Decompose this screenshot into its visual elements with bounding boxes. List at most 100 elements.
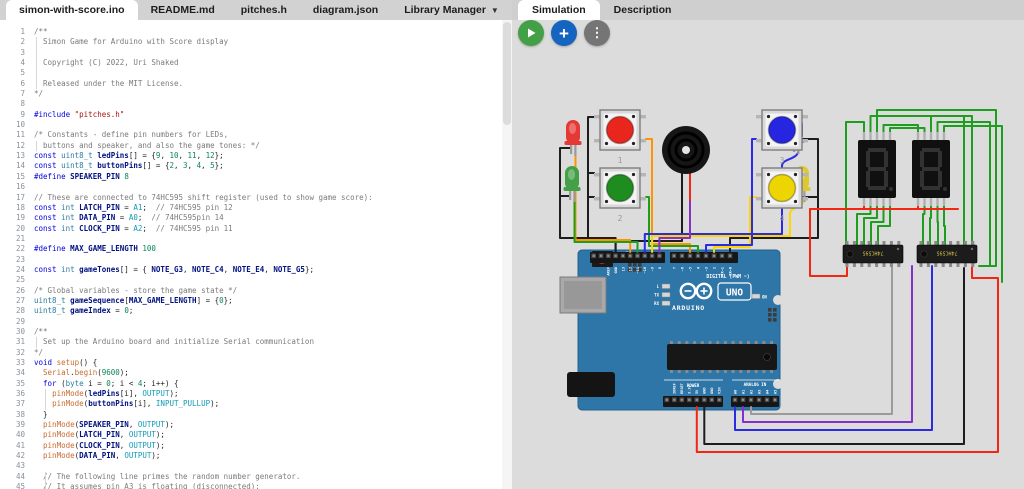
svg-text:A3: A3 — [757, 390, 761, 394]
code-line: 35 for (byte i = 0; i < 4; i++) { — [15, 378, 179, 388]
shift-register-2[interactable]: 74HC595 — [916, 244, 978, 264]
code-line: 38 } — [15, 409, 48, 419]
red-led[interactable] — [564, 120, 582, 156]
svg-text:GND: GND — [710, 388, 714, 395]
chip-label: 74HC595 — [936, 250, 957, 256]
editor-tab-3[interactable]: diagram.json — [312, 4, 379, 16]
button-label: 1 — [618, 156, 623, 165]
code-line: 29 — [15, 316, 25, 326]
code-line: 45 // It assumes pin A3 is floating (dis… — [0, 482, 502, 489]
code-line: 11/* Constants - define pin numbers for … — [15, 130, 229, 140]
add-part-button[interactable]: + — [551, 20, 577, 46]
code-line: 40 pinMode(LATCH_PIN, OUTPUT); — [15, 430, 165, 440]
svg-text:RX: RX — [654, 301, 659, 306]
display-pins — [862, 132, 946, 206]
svg-text:TX→1: TX→1 — [720, 267, 724, 276]
kebab-menu-icon: ⋮ — [590, 25, 604, 40]
code-line: 44 // The following line primes the rand… — [15, 471, 301, 483]
editor-tabbar: simon-with-score.ino README.md pitches.h di… — [0, 0, 512, 20]
svg-text:GND: GND — [614, 267, 618, 274]
svg-text:13: 13 — [621, 267, 625, 271]
power-caption: POWER — [687, 383, 700, 388]
svg-text:RESET: RESET — [680, 383, 684, 394]
editor-tab-0[interactable]: simon-with-score.ino — [6, 0, 138, 20]
piezo-buzzer[interactable] — [662, 126, 710, 174]
svg-text:A1: A1 — [741, 390, 745, 394]
icsp-header-2 — [768, 308, 777, 322]
svg-text:AREF: AREF — [607, 267, 611, 276]
shift-register-1[interactable]: 74HC595 — [842, 244, 904, 264]
svg-text:3.3V: 3.3V — [688, 385, 692, 394]
svg-text:L: L — [657, 284, 660, 289]
seven-segment-display-2[interactable] — [912, 140, 950, 198]
seven-segment-display-1[interactable] — [858, 140, 896, 198]
svg-text:~3: ~3 — [704, 267, 708, 271]
svg-text:4: 4 — [696, 267, 700, 269]
editor-scrollbar[interactable] — [502, 20, 512, 489]
push-button-3[interactable]: 3 — [755, 109, 809, 165]
code-line: 25 — [15, 275, 25, 285]
push-button-2[interactable]: 2 — [593, 167, 647, 223]
svg-text:A4: A4 — [765, 390, 769, 394]
code-line: 26/* Global variables - store the game s… — [15, 285, 238, 295]
chip-pins — [845, 241, 975, 267]
code-line: 39 pinMode(SPEAKER_PIN, OUTPUT); — [15, 420, 174, 430]
arduino-logo — [679, 282, 713, 300]
power-jack — [567, 372, 615, 397]
svg-text:2: 2 — [712, 267, 716, 269]
editor-tab-2[interactable]: pitches.h — [240, 4, 287, 16]
simulation-tabbar: Simulation Description — [512, 0, 1024, 20]
scrollbar-thumb[interactable] — [503, 22, 511, 125]
sim-tab-1[interactable]: Description — [613, 4, 672, 16]
digital-caption: DIGITAL (PWM ~) — [706, 274, 749, 280]
editor-tab-4[interactable]: Library Manager▼ — [404, 4, 499, 16]
code-line: 4 Copyright (C) 2022, Uri Shaked — [20, 58, 179, 69]
code-line: 42 pinMode(DATA_PIN, OUTPUT); — [15, 451, 161, 461]
plus-icon: + — [559, 23, 569, 43]
svg-text:A0: A0 — [733, 390, 737, 394]
code-line: 22#define MAX_GAME_LENGTH 100 — [15, 244, 156, 254]
brand-text: ARDUINO — [672, 304, 705, 312]
chevron-down-icon[interactable]: ▼ — [490, 5, 499, 15]
svg-text:7: 7 — [672, 267, 676, 269]
code-line: 7*/ — [20, 89, 44, 99]
svg-text:~9: ~9 — [651, 267, 655, 271]
model-text: UNO — [726, 288, 743, 299]
wires — [559, 109, 1003, 453]
code-line: 23 — [15, 254, 25, 264]
sim-controls: + ⋮ — [518, 20, 610, 46]
push-button-1[interactable]: 1 — [593, 109, 647, 165]
svg-text:A2: A2 — [749, 390, 753, 394]
code-line: 10 — [15, 120, 25, 130]
button-label: 3 — [780, 156, 785, 165]
code-line: 30/** — [15, 326, 48, 336]
icsp-header — [628, 263, 642, 272]
sim-tab-0[interactable]: Simulation — [518, 0, 600, 20]
on-label: ON — [762, 295, 767, 300]
code-line: 17// These are connected to 74HC595 shif… — [15, 192, 373, 202]
svg-text:GND: GND — [703, 388, 707, 395]
play-button[interactable] — [518, 20, 544, 46]
svg-text:A5: A5 — [773, 390, 777, 394]
push-button-4[interactable]: 4 — [755, 167, 809, 223]
code-line: 34 Serial.begin(9600); — [15, 368, 129, 378]
editor-tab-1[interactable]: README.md — [150, 4, 215, 16]
code-line: 36 pinMode(ledPins[i], OUTPUT); — [15, 389, 179, 400]
svg-text:RX←0: RX←0 — [728, 267, 732, 276]
code-editor[interactable]: 1/**2 Simon Game for Arduino with Score … — [0, 20, 502, 489]
pin-holes[interactable] — [591, 253, 778, 403]
svg-text:~5: ~5 — [688, 267, 692, 271]
code-line: 31 Set up the Arduino board and initiali… — [15, 337, 314, 348]
atmega-chip — [667, 341, 777, 373]
menu-button[interactable]: ⋮ — [584, 20, 610, 46]
